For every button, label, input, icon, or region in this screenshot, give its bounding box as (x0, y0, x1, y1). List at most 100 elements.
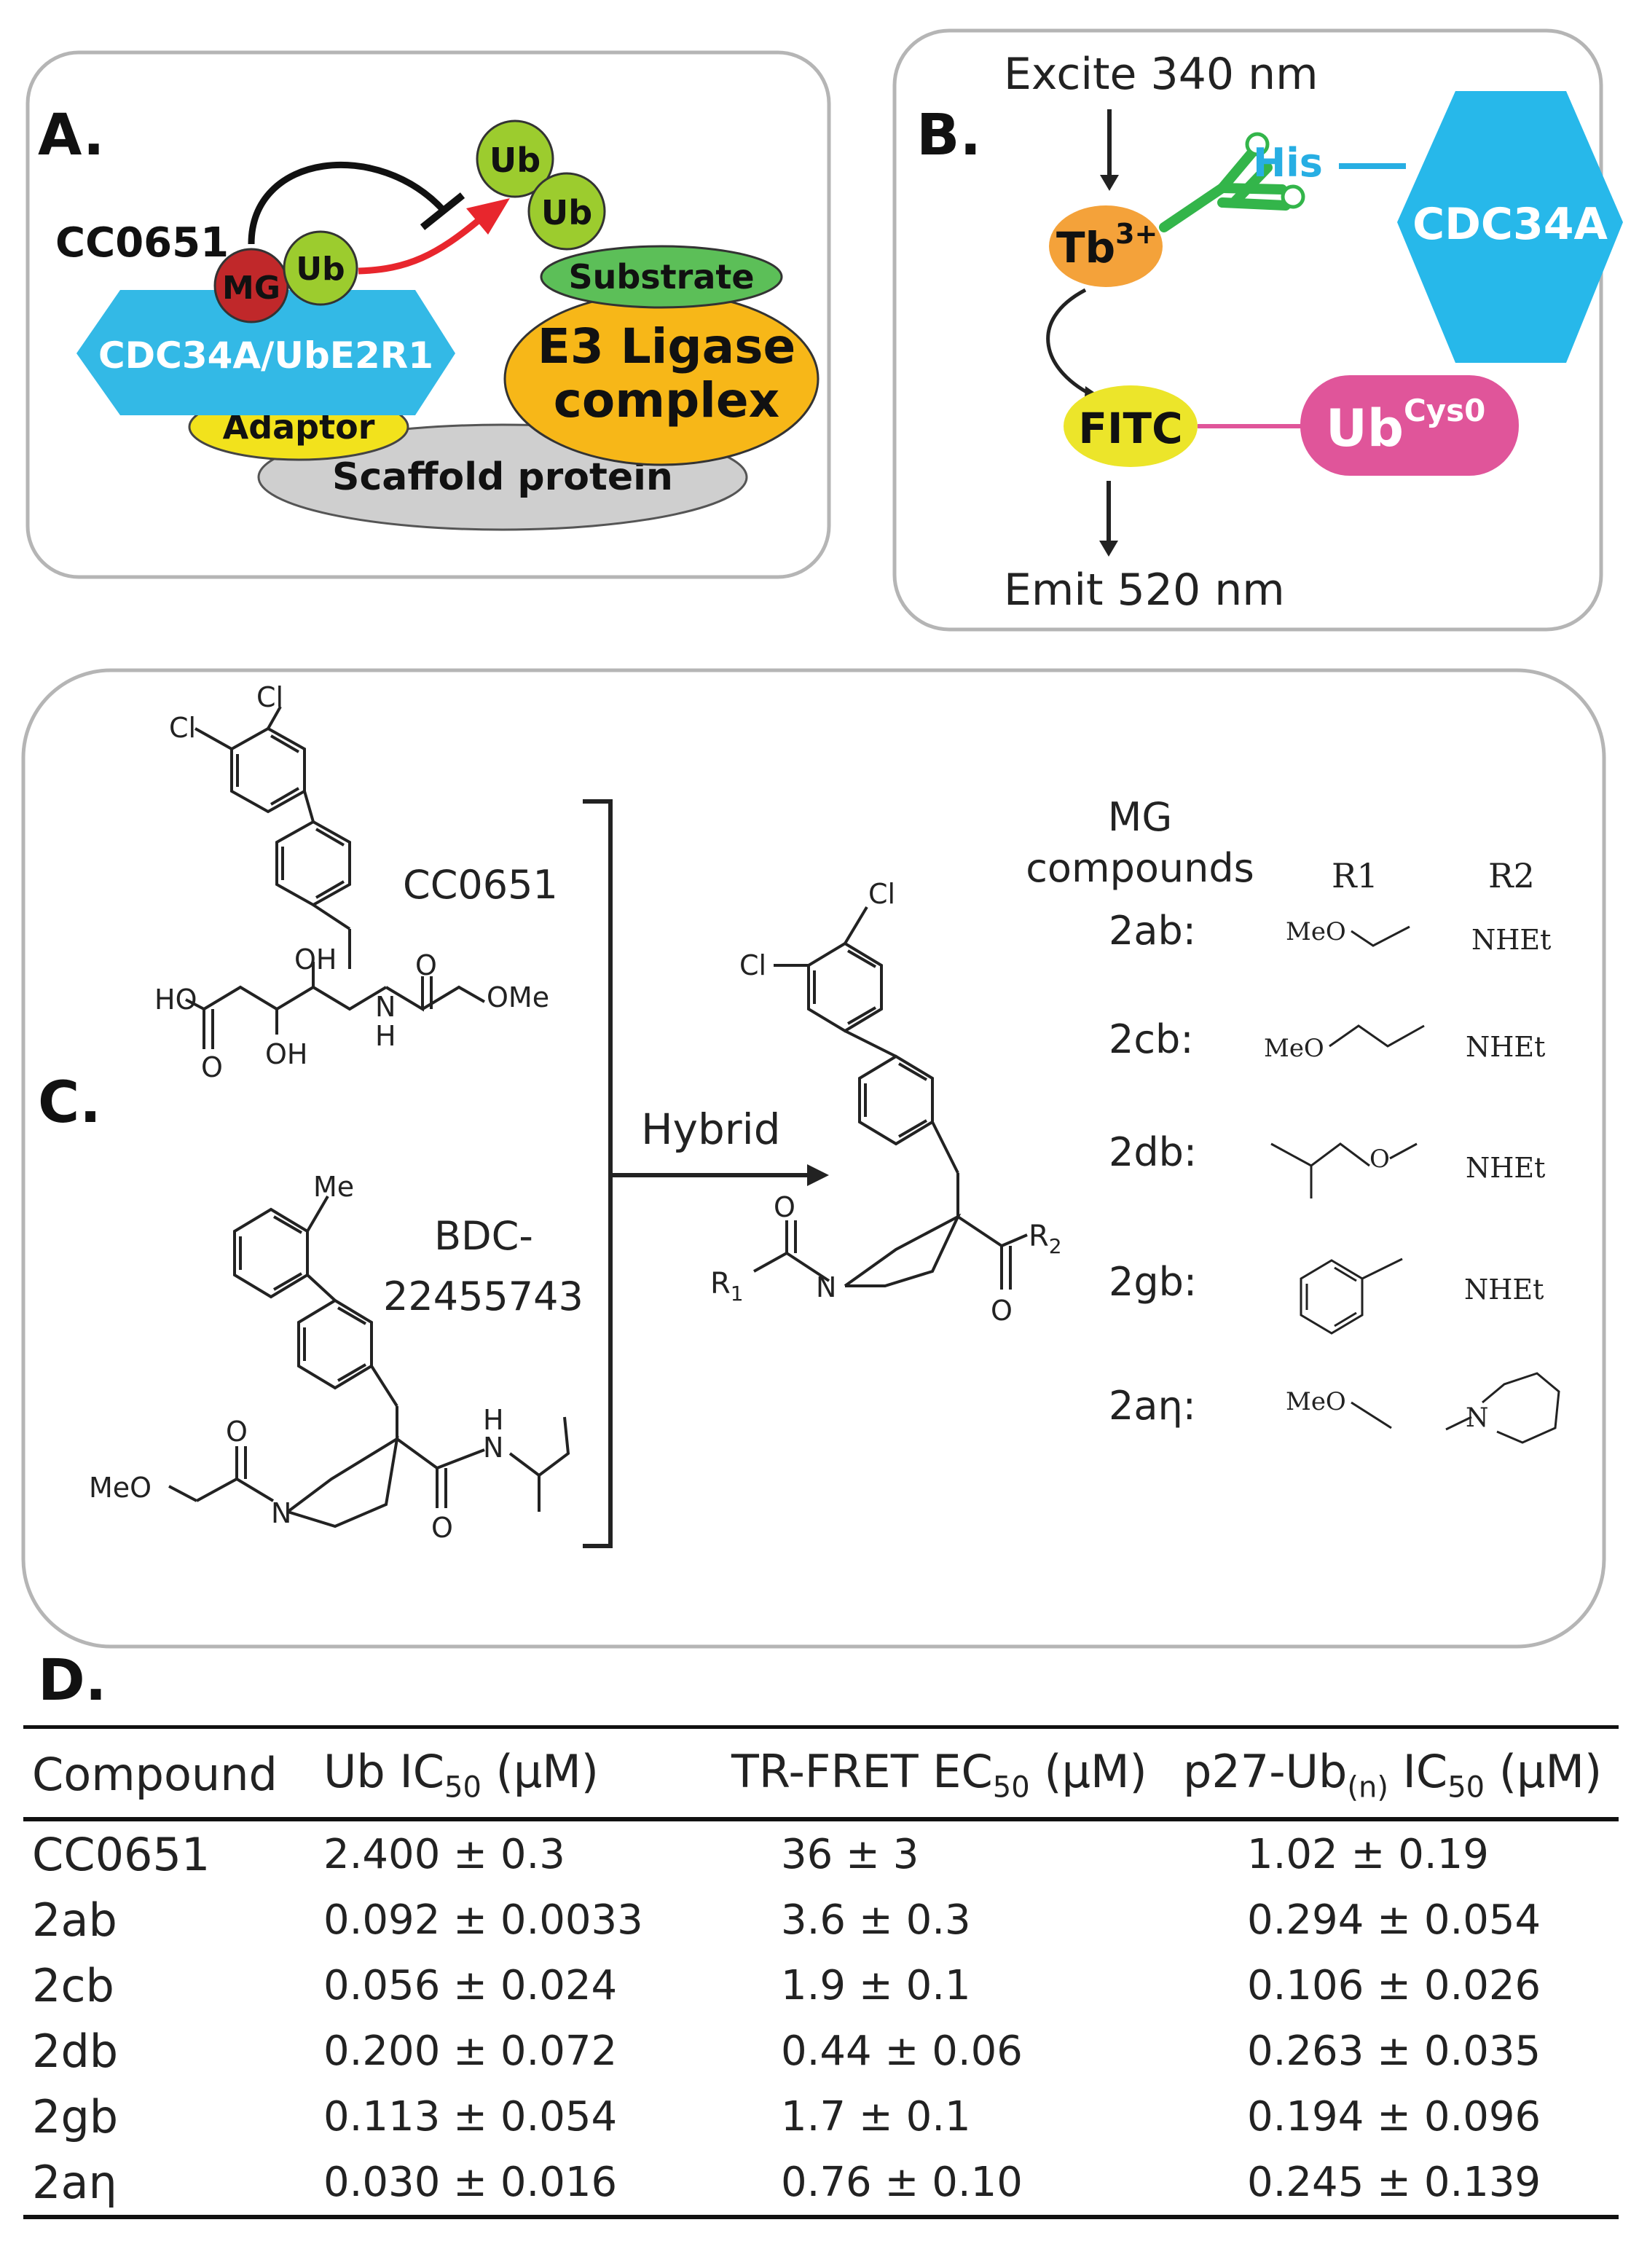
o-atom: O (226, 1416, 248, 1448)
cl-atom: Cl (868, 878, 895, 910)
cell-ub-ic50: 0.030 ± 0.016 (315, 2149, 723, 2220)
toluyl-ring (1300, 1257, 1403, 1335)
cell-ub-ic50: 2.400 ± 0.3 (323, 1830, 565, 1878)
header-ub-ic50: Ub IC50 (μM) (323, 1745, 599, 1805)
meo-atom: MeO (89, 1472, 152, 1504)
mg-row-id: 2gb: (1109, 1259, 1197, 1305)
transfer-arrow (358, 216, 483, 275)
inhibition-arc (248, 161, 447, 245)
cdc34a-hexagon (1397, 91, 1623, 363)
cell-ub-ic50: 0.092 ± 0.0033 (323, 1896, 643, 1944)
table-row: 2aη 0.030 ± 0.016 0.76 ± 0.10 0.245 ± 0.… (23, 2149, 1619, 2220)
ub-chain-2 (527, 172, 606, 251)
ub-chain-1 (476, 119, 554, 198)
results-table: Compound Ub IC50 (μM) TR-FRET EC50 (μM) … (23, 1725, 1619, 2220)
mg-row-id: 2aη: (1109, 1383, 1196, 1429)
o-atom: O (431, 1512, 453, 1544)
results-header-row: Compound Ub IC50 (μM) TR-FRET EC50 (μM) … (23, 1727, 1619, 1820)
n-atom: N (483, 1432, 503, 1464)
h-atom: H (375, 1020, 396, 1052)
table-row: CC0651 2.400 ± 0.3 36 ± 3 1.02 ± 0.19 (23, 1819, 1619, 1887)
cl-atom: Cl (256, 681, 283, 713)
cdc34a-ube2r1-hexagon (76, 290, 455, 415)
cc0651-structure (185, 706, 485, 1049)
panel-b-label: B. (916, 103, 981, 168)
ub-cys0-label: UbCys0 (1326, 393, 1485, 458)
his-label: His (1253, 140, 1323, 186)
r1-group: MeO (1286, 1387, 1346, 1416)
e2-label: CDC34A/UbE2R1 (98, 334, 433, 377)
o-atom: O (415, 949, 437, 981)
cell-trfret: 0.76 ± 0.10 (723, 2149, 1174, 2220)
panel-c-frame (21, 668, 1606, 1649)
hybrid-label: Hybrid (641, 1104, 781, 1154)
r2-group: N (1466, 1403, 1489, 1433)
cc0651-structure-label: CC0651 (403, 862, 558, 908)
h-atom: H (483, 1404, 504, 1436)
cell-p27: 1.02 ± 0.19 (1247, 1830, 1489, 1878)
r2-group: NHEt (1464, 1274, 1544, 1306)
cdc34a-label: CDC34A (1412, 199, 1608, 250)
mg-row-id: 2ab: (1109, 908, 1196, 954)
cell-compound: 2cb (32, 1958, 114, 2012)
cl-atom: Cl (739, 949, 766, 981)
cell-trfret: 0.44 ± 0.06 (781, 2027, 1023, 2075)
panel-a-label: A. (38, 103, 104, 168)
o-atom: O (774, 1191, 795, 1223)
cc0651-label: CC0651 (55, 219, 229, 267)
r2-atom: R2 (1029, 1220, 1062, 1258)
cell-p27: 0.106 ± 0.026 (1247, 1961, 1541, 2009)
r1-group-bond (1351, 1401, 1392, 1429)
cell-trfret: 36 ± 3 (781, 1830, 919, 1878)
r1-group-bond (1270, 1142, 1370, 1167)
ub-chain-1-label: Ub (490, 141, 541, 180)
n-atom: N (816, 1271, 836, 1303)
emit-arrow (1099, 541, 1118, 557)
table-row: 2ab 0.092 ± 0.0033 3.6 ± 0.3 0.294 ± 0.0… (23, 1887, 1619, 1953)
n-atom: N (271, 1497, 291, 1529)
r1-group: O (1369, 1145, 1390, 1174)
oh-atom: OH (265, 1038, 307, 1070)
cl-atom: Cl (169, 712, 196, 744)
mg-title-line1: MG (1108, 794, 1172, 840)
oh-atom: OH (294, 943, 337, 976)
antibody-icon (1159, 146, 1291, 232)
me-atom: Me (313, 1171, 354, 1203)
tb-ellipse (1049, 205, 1163, 287)
panel-a: A. CC0651 Scaffold protein Adaptor CDC34… (25, 50, 831, 579)
panel-c: C. Cl Cl OH HO O OH N H O OMe CC0651 (21, 668, 1606, 1649)
fitc-ellipse (1064, 385, 1198, 467)
ub-circle (283, 230, 358, 306)
cell-p27: 0.245 ± 0.139 (1174, 2149, 1619, 2220)
transfer-arrowhead (466, 198, 510, 235)
cell-trfret: 1.9 ± 0.1 (781, 1961, 971, 2009)
col-r1-header: R1 (1332, 856, 1378, 895)
fitc-label: FITC (1078, 404, 1182, 453)
substrate (540, 245, 783, 309)
cell-trfret: 1.7 ± 0.1 (781, 2092, 971, 2141)
excite-arrow (1100, 175, 1119, 191)
e3-label-line2: complex (554, 372, 779, 428)
tb-label: Tb3+ (1056, 218, 1157, 272)
r1-group: MeO (1286, 917, 1346, 946)
o-atom: O (201, 1051, 223, 1083)
r2-group: NHEt (1466, 1152, 1545, 1184)
panel-d-label: D. (38, 1648, 107, 1714)
bdc-label-line1: BDC- (434, 1213, 533, 1259)
scaffold-label: Scaffold protein (332, 455, 673, 499)
r1-atom: R1 (710, 1267, 744, 1306)
inhibition-bar (420, 192, 465, 230)
cell-ub-ic50: 0.056 ± 0.024 (323, 1961, 618, 2009)
hybrid-structure (753, 906, 1028, 1290)
cell-p27: 0.294 ± 0.054 (1247, 1896, 1541, 1944)
hybrid-arrowhead (807, 1164, 829, 1186)
r2-group: NHEt (1471, 924, 1551, 956)
energy-transfer-arrow (1046, 288, 1098, 399)
r1-group-bond (1351, 925, 1410, 947)
r2-group: NHEt (1466, 1031, 1545, 1063)
bdc-label-line2: 22455743 (383, 1274, 583, 1319)
cell-ub-ic50: 0.113 ± 0.054 (323, 2092, 618, 2141)
cell-p27: 0.263 ± 0.035 (1247, 2027, 1541, 2075)
bdc-structure (168, 1195, 570, 1529)
table-row: 2cb 0.056 ± 0.024 1.9 ± 0.1 0.106 ± 0.02… (23, 1953, 1619, 2018)
